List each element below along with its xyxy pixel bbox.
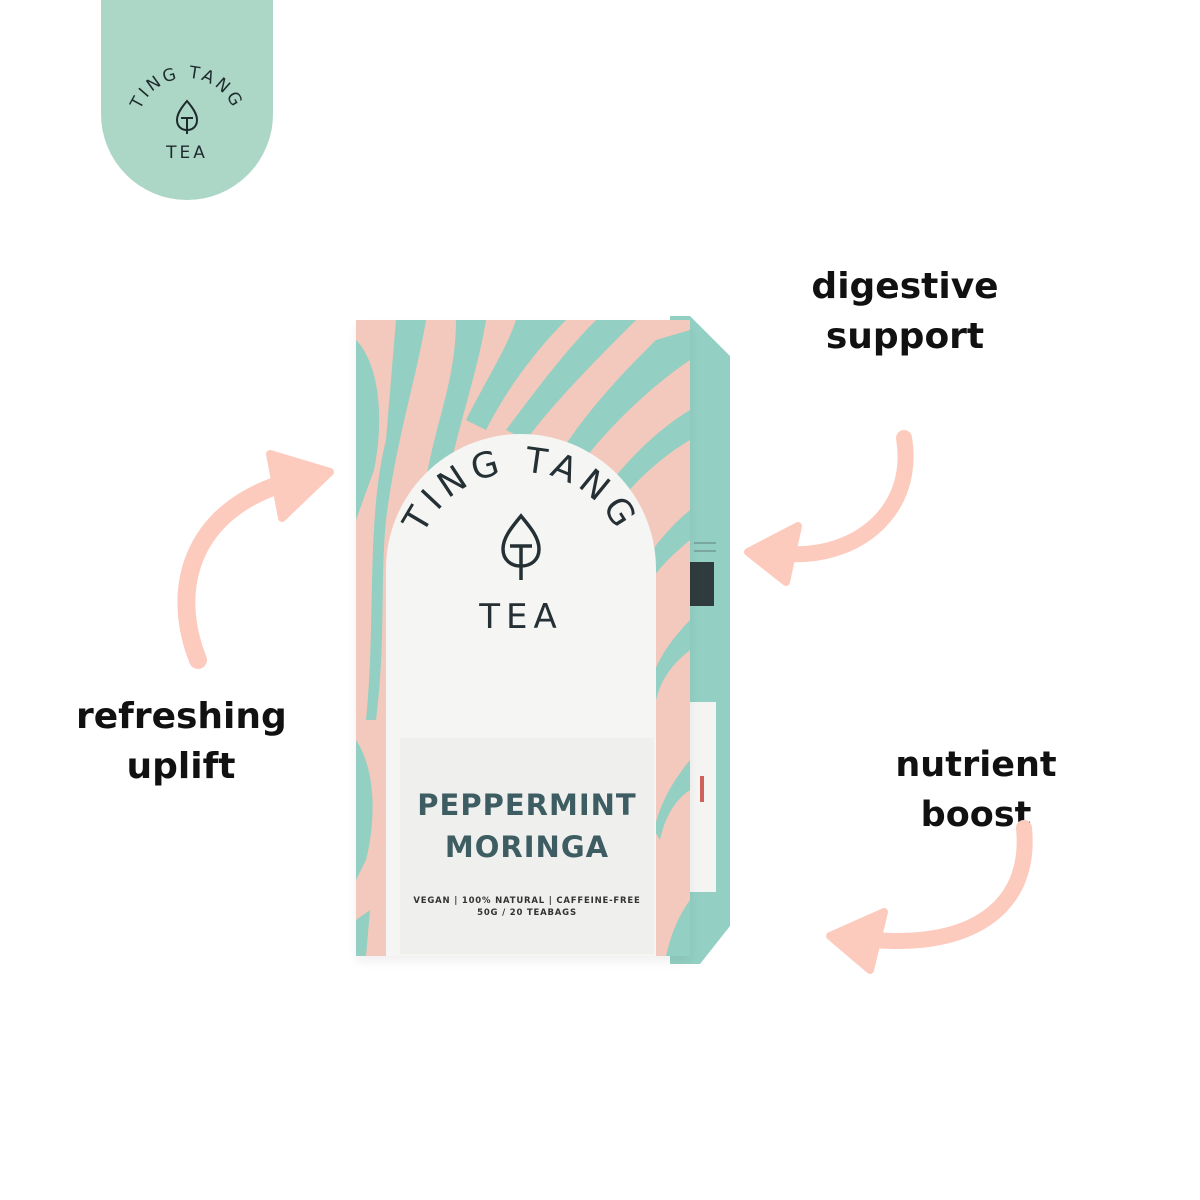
product-name-line2: MORINGA bbox=[444, 830, 610, 864]
benefit-label: nutrient boost bbox=[895, 745, 1057, 835]
benefit-label: digestive bbox=[811, 266, 999, 307]
product-box: TING TANG TEA PEPPERMINT MORINGA VEGAN |… bbox=[350, 310, 750, 970]
curved-arrow-icon bbox=[826, 820, 1033, 974]
brand-logo: TING TANG TEA bbox=[126, 63, 247, 163]
benefit-digestive-support: digestive support bbox=[810, 262, 1000, 362]
curved-arrow-icon bbox=[744, 430, 914, 586]
benefit-label: uplift bbox=[126, 746, 236, 787]
box-brand-arc-text: TING TANG bbox=[395, 441, 640, 541]
logo-brand-arc-text: TING TANG bbox=[126, 63, 244, 114]
product-attributes: VEGAN | 100% NATURAL | CAFFEINE-FREE bbox=[413, 896, 641, 906]
product-size: 50G / 20 TEABAGS bbox=[477, 908, 577, 918]
leaf-icon bbox=[501, 513, 541, 580]
product-label-panel: PEPPERMINT MORINGA VEGAN | 100% NATURAL … bbox=[400, 738, 654, 954]
svg-text:TING TANG: TING TANG bbox=[126, 63, 247, 114]
logo-tea-text: TEA bbox=[165, 143, 208, 163]
benefit-refreshing-uplift: refreshing uplift bbox=[76, 692, 287, 792]
benefit-nutrient-boost: nutrient boost bbox=[836, 740, 1116, 840]
leaf-icon bbox=[175, 99, 199, 134]
brand-logo-tab: TING TANG TEA bbox=[101, 0, 273, 200]
benefit-label: support bbox=[825, 316, 985, 357]
curved-arrow-icon bbox=[177, 450, 334, 669]
box-brand-logo: TING TANG TEA bbox=[395, 441, 646, 634]
product-name-line1: PEPPERMINT bbox=[417, 788, 637, 822]
svg-text:TING TANG: TING TANG bbox=[395, 441, 646, 541]
box-tea-text: TEA bbox=[478, 597, 563, 634]
benefit-label: refreshing bbox=[76, 696, 287, 737]
box-front-panel: TING TANG TEA PEPPERMINT MORINGA VEGAN |… bbox=[356, 320, 690, 956]
